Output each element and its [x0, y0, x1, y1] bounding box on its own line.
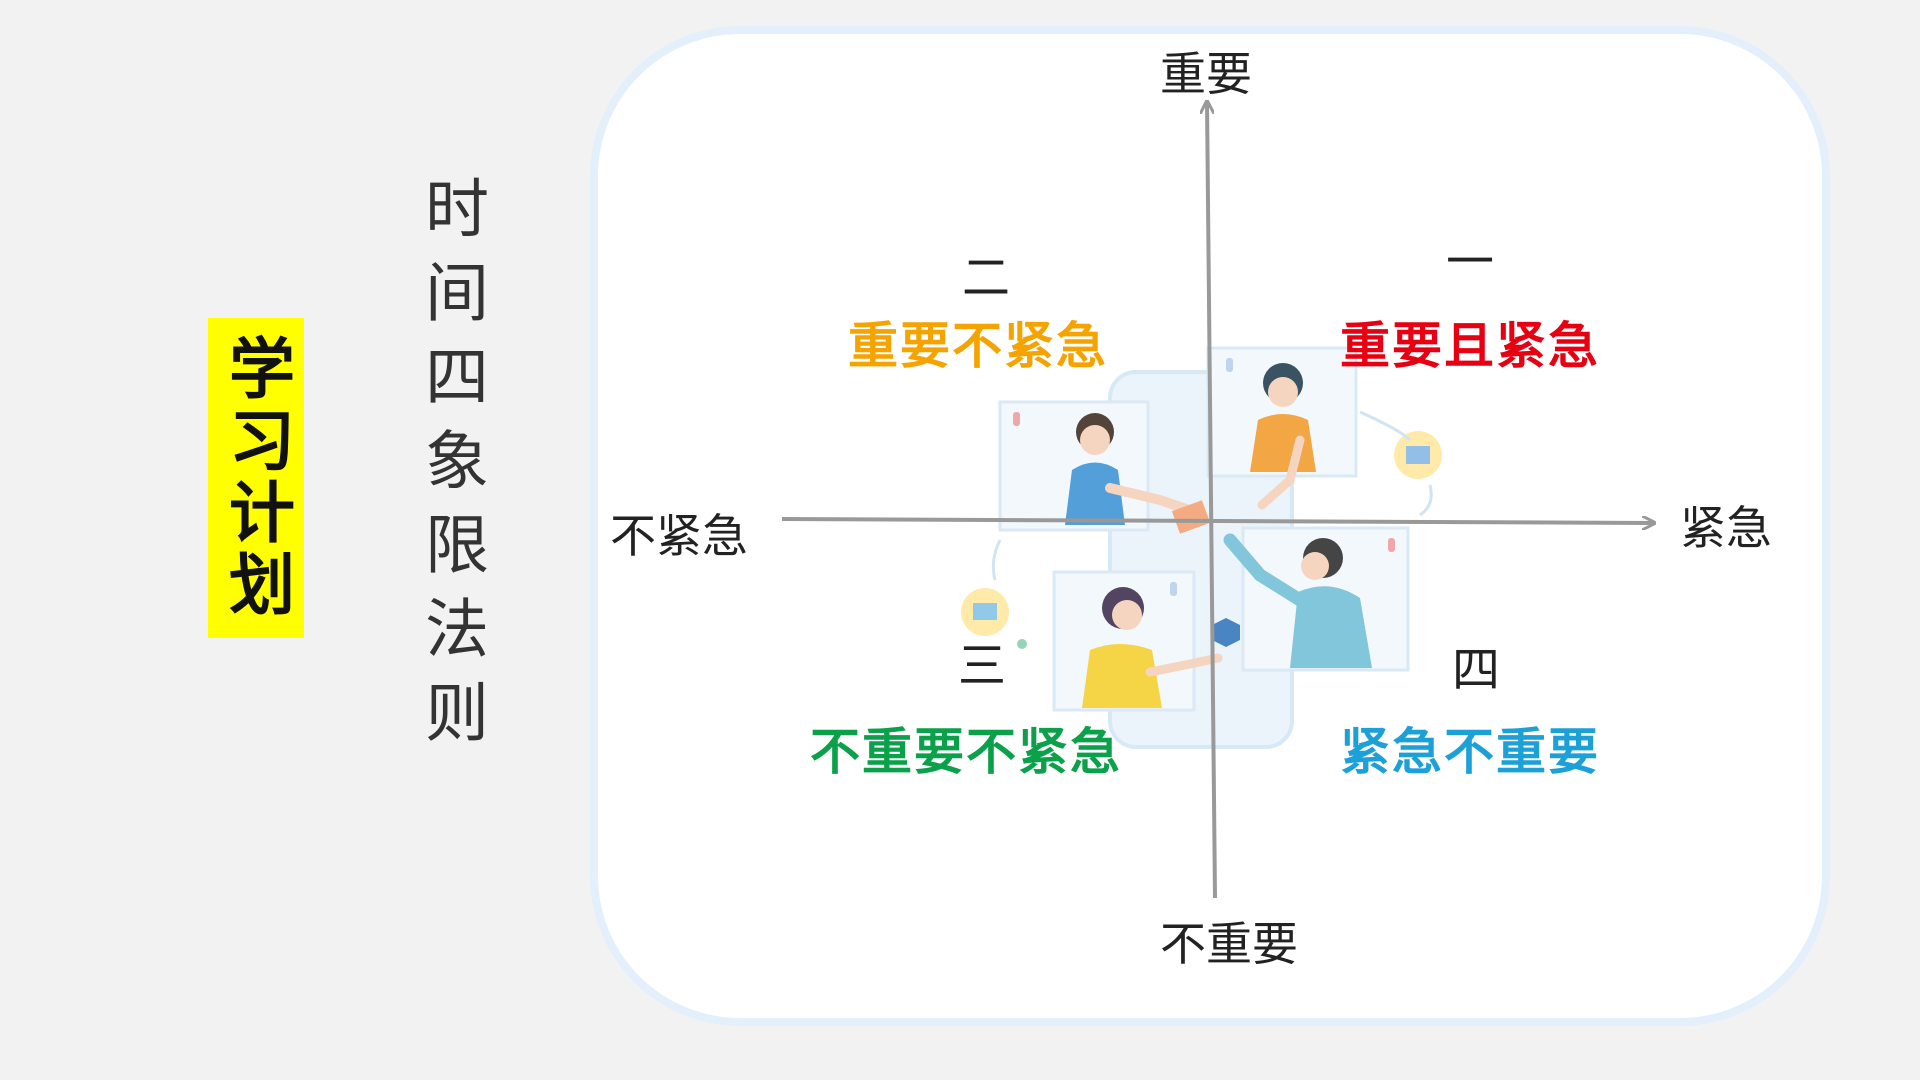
vertical-axis — [1207, 102, 1217, 899]
axis-label-right: 紧急 — [1680, 501, 1772, 555]
quadrant-2-label: 重要不紧急 — [848, 316, 1108, 375]
side-tag: 学习计划 — [208, 318, 304, 638]
page-title: 时间四象限法则 — [414, 175, 488, 763]
axis-label-top: 重要 — [1160, 47, 1252, 101]
horizontal-axis — [781, 519, 1654, 523]
quadrant-1-number: 一 — [1446, 234, 1495, 290]
quadrant-panel — [590, 26, 1830, 1026]
axis-label-left: 不紧急 — [610, 509, 748, 563]
axis-label-bottom: 不重要 — [1160, 917, 1298, 971]
quadrant-4-number: 四 — [1452, 642, 1501, 698]
quadrant-3-label: 不重要不紧急 — [810, 722, 1122, 781]
quadrant-2-number: 二 — [962, 250, 1011, 306]
side-tag-text: 学习计划 — [218, 334, 295, 622]
quadrant-4-label: 紧急不重要 — [1340, 722, 1600, 781]
quadrant-3-number: 三 — [958, 638, 1007, 694]
quadrant-1-label: 重要且紧急 — [1340, 316, 1600, 375]
people-exchange-illustration — [961, 346, 1442, 749]
